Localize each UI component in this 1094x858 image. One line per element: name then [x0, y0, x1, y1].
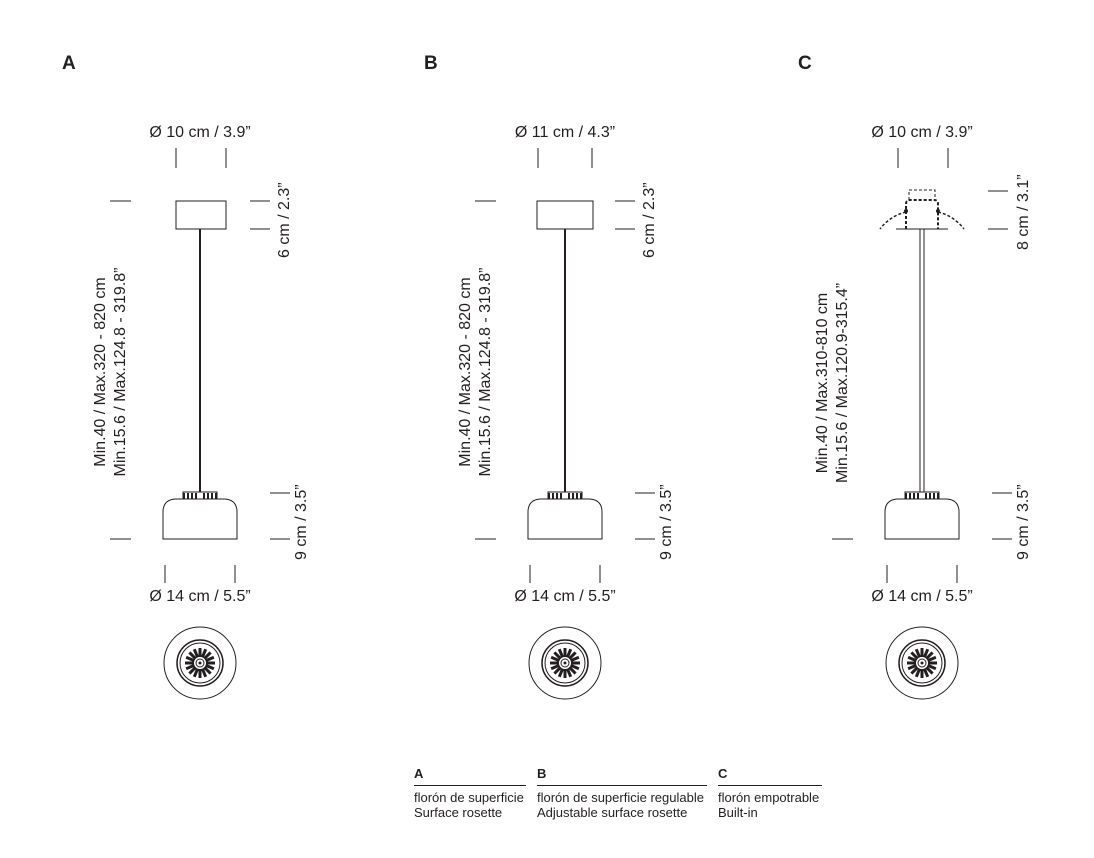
legend-item-c: C florón empotrable Built-in — [718, 766, 822, 820]
shade-height-label: 9 cm / 3.5” — [293, 484, 310, 560]
variant-letter: C — [798, 53, 812, 74]
legend-letter: C — [718, 766, 822, 786]
canopy — [175, 200, 227, 230]
length-cm-label: Min.40 / Max.320 - 820 cm — [92, 277, 109, 466]
legend-english: Surface rosette — [414, 805, 503, 820]
legend-spanish: florón de superficie — [414, 790, 524, 805]
cable — [919, 229, 925, 493]
variant-letter: B — [424, 53, 438, 74]
rosette-bottom-view — [884, 625, 960, 701]
top-diameter-label: Ø 10 cm / 3.9” — [871, 124, 972, 141]
canopy-height-label: 6 cm / 2.3” — [276, 182, 293, 258]
length-cm-label: Min.40 / Max.310-810 cm — [814, 293, 831, 474]
variant-c-drawing: C Ø 10 cm / 3.9” 8 cm / 3.1” Min.40 / Ma… — [798, 53, 1032, 701]
top-diameter-label: Ø 11 cm / 4.3” — [515, 124, 615, 141]
top-diameter-label: Ø 10 cm / 3.9” — [149, 124, 250, 141]
legend-spanish: florón de superficie regulable — [537, 790, 704, 805]
legend-english: Built-in — [718, 805, 758, 820]
lamp-shade — [162, 491, 238, 540]
length-in-label: Min.15.6 / Max.120.9-315.4” — [834, 283, 851, 483]
canopy-height-label: 8 cm / 3.1” — [1015, 174, 1032, 250]
variant-a-drawing: A Ø 10 cm / 3.9” 6 cm / 2.3” Min.40 / Ma… — [62, 53, 310, 701]
variant-b-drawing: B Ø 11 cm / 4.3” 6 cm / 2.3” Min.40 / Ma… — [424, 53, 675, 701]
variant-letter: A — [62, 53, 76, 74]
legend-letter: A — [414, 766, 526, 786]
legend-letter: B — [537, 766, 707, 786]
lamp-shade — [527, 491, 603, 540]
shade-height-label: 9 cm / 3.5” — [658, 484, 675, 560]
lamp-shade — [884, 491, 960, 540]
legend-item-b: B florón de superficie regulable Adjusta… — [537, 766, 707, 820]
length-in-label: Min.15.6 / Max.124.8 - 319.8” — [477, 268, 494, 477]
built-in-canopy — [879, 189, 965, 230]
rosette-bottom-view — [527, 625, 603, 701]
legend-item-a: A florón de superficie Surface rosette — [414, 766, 526, 820]
length-in-label: Min.15.6 / Max.124.8 - 319.8” — [112, 268, 129, 477]
canopy — [536, 200, 594, 230]
canopy-height-label: 6 cm / 2.3” — [641, 182, 658, 258]
rosette-bottom-view — [162, 625, 238, 701]
shade-diameter-label: Ø 14 cm / 5.5” — [149, 588, 250, 605]
shade-height-label: 9 cm / 3.5” — [1015, 484, 1032, 560]
legend-spanish: florón empotrable — [718, 790, 820, 805]
legend-english: Adjustable surface rosette — [537, 805, 688, 820]
shade-diameter-label: Ø 14 cm / 5.5” — [871, 588, 972, 605]
shade-diameter-label: Ø 14 cm / 5.5” — [514, 588, 615, 605]
length-cm-label: Min.40 / Max.320 - 820 cm — [457, 277, 474, 466]
